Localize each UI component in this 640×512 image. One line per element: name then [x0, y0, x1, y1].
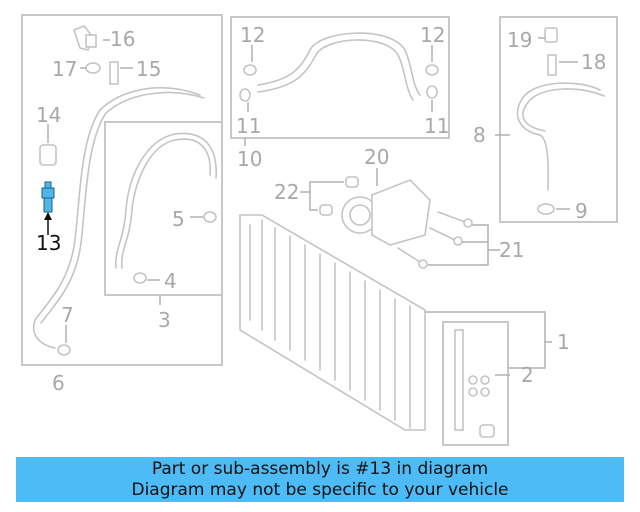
label-8: 8 — [473, 123, 486, 147]
part-12-oring-right — [425, 64, 439, 76]
part-20-compressor — [341, 179, 431, 246]
part-22-bushing — [345, 176, 359, 188]
group-box-2 — [442, 321, 509, 446]
part-12-oring-left — [243, 64, 257, 76]
part-17-oring — [85, 62, 101, 74]
label-11-right: 11 — [424, 114, 449, 138]
label-7: 7 — [61, 303, 74, 327]
caption-line-2: Diagram may not be specific to your vehi… — [131, 480, 509, 500]
label-9: 9 — [575, 199, 588, 223]
part-3-hose — [120, 138, 211, 269]
label-18: 18 — [581, 50, 606, 74]
label-1: 1 — [557, 330, 570, 354]
label-15: 15 — [136, 57, 161, 81]
label-10: 10 — [237, 147, 262, 171]
group-box-3 — [104, 121, 223, 296]
label-11-left: 11 — [236, 114, 261, 138]
label-22: 22 — [274, 180, 299, 204]
part-4-oring — [133, 272, 147, 284]
group-box-10 — [230, 16, 450, 139]
part-10-hose — [257, 32, 421, 96]
part-6-hose — [33, 87, 201, 349]
part-1-condenser — [239, 214, 426, 431]
label-14: 14 — [36, 103, 61, 127]
part-15-valve — [109, 61, 119, 85]
label-5: 5 — [172, 207, 185, 231]
label-13: 13 — [36, 231, 61, 255]
label-12-right: 12 — [420, 23, 445, 47]
part-18-valve — [547, 54, 557, 76]
part-5-oring — [203, 211, 217, 223]
part-16-sensor — [73, 25, 97, 51]
part-14-cap — [39, 144, 57, 166]
label-17: 17 — [52, 57, 77, 81]
part-9-oring — [537, 203, 555, 215]
caption-banner: Part or sub-assembly is #13 in diagram D… — [16, 457, 624, 502]
part-2-drier — [454, 329, 495, 438]
label-21: 21 — [499, 238, 524, 262]
label-2: 2 — [521, 363, 534, 387]
label-12-left: 12 — [240, 23, 265, 47]
label-4: 4 — [164, 269, 177, 293]
label-20: 20 — [364, 145, 389, 169]
label-16: 16 — [110, 27, 135, 51]
group-box-8 — [499, 16, 618, 223]
part-21-bolts — [397, 211, 473, 269]
part-13-valve-core[interactable] — [41, 181, 55, 213]
label-19: 19 — [507, 28, 532, 52]
label-3: 3 — [158, 308, 171, 332]
part-7-oring — [57, 344, 71, 356]
part-19-cap — [544, 27, 558, 43]
part-8-hose — [516, 82, 601, 191]
label-6: 6 — [52, 371, 65, 395]
caption-line-1: Part or sub-assembly is #13 in diagram — [151, 459, 489, 479]
